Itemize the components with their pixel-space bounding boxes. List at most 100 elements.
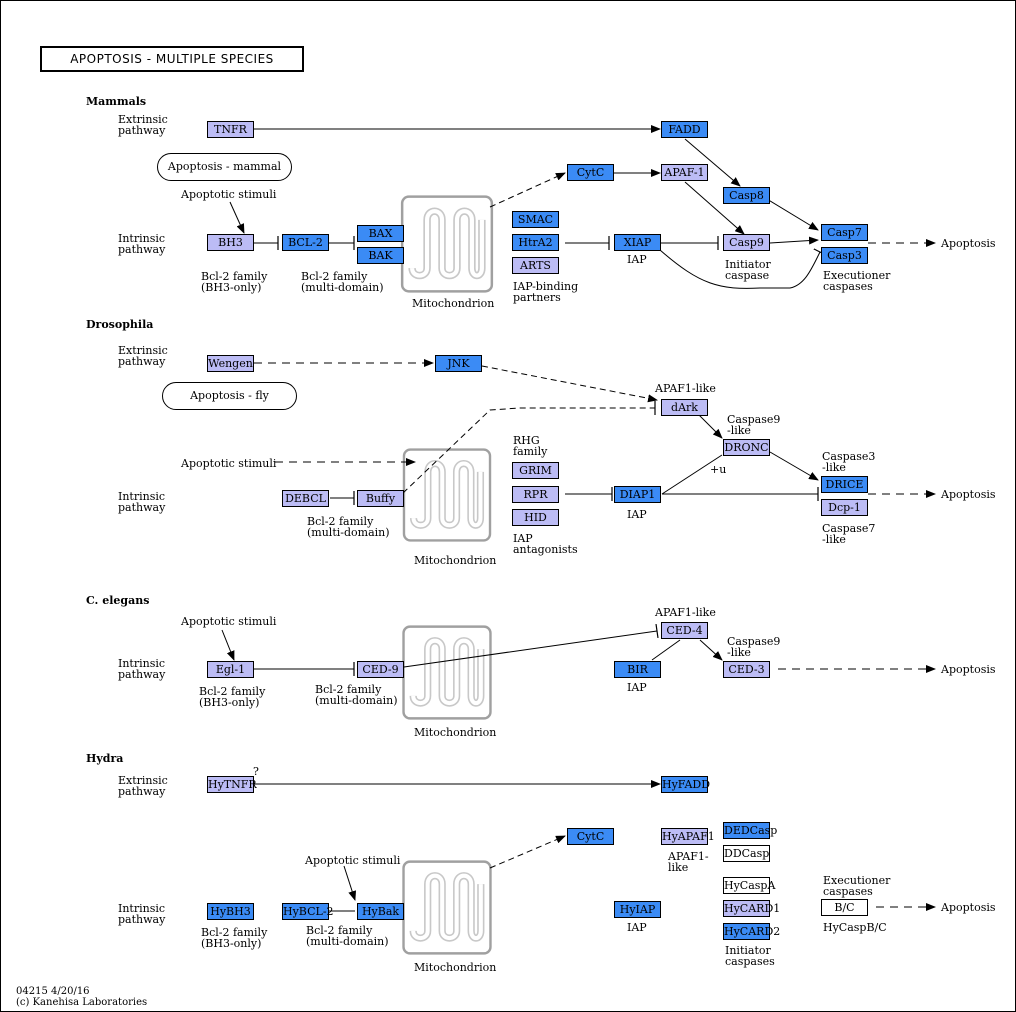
label-apaf1-like: APAF1-like [655, 606, 716, 619]
gene-node-hyapaf1[interactable]: HyAPAF1 [661, 828, 715, 845]
gene-node-ced4[interactable]: CED-4 [661, 622, 708, 639]
footer-copyright: (c) Kanehisa Laboratories [16, 997, 148, 1008]
label-caspase9-like: Caspase9 -like [727, 635, 781, 659]
label-iap-antagonists: IAP antagonists [513, 532, 578, 556]
gene-node-wengen[interactable]: Wengen [207, 355, 254, 372]
label-bcl2-multidomain: Bcl-2 family (multi-domain) [315, 683, 398, 707]
gene-node-xiap[interactable]: XIAP [614, 234, 661, 251]
gene-node-diap1[interactable]: DIAP1 [614, 486, 661, 503]
gene-node-dedcasp[interactable]: DEDCasp [723, 822, 778, 839]
gene-node-hybcl2[interactable]: HyBCL-2 [282, 903, 334, 920]
label-caspase9-like: Caspase9 -like [727, 413, 781, 437]
label-apoptotic-stimuli: Apoptotic stimuli [181, 457, 277, 470]
label-mitochondrion: Mitochondrion [414, 726, 497, 739]
gene-node-hycard1[interactable]: HyCARD1 [723, 900, 781, 917]
section-hydra: Hydra [86, 752, 124, 765]
label-intrinsic-pathway: Intrinsic pathway [118, 902, 166, 926]
gene-node-grim[interactable]: GRIM [512, 462, 559, 479]
footer-map-id: 04215 4/20/16 [16, 986, 90, 997]
label-apaf1-like: APAF1- like [668, 850, 709, 874]
mitochondrion-icon-hydra [404, 862, 491, 954]
gene-node-rpr[interactable]: RPR [512, 486, 559, 503]
gene-node-hid[interactable]: HID [512, 509, 559, 526]
label-bcl2-bh3only: Bcl-2 family (BH3-only) [199, 685, 266, 709]
label-question-mark: ? [253, 765, 259, 778]
gene-node-hyiap[interactable]: HyIAP [614, 901, 661, 918]
gene-node-bc[interactable]: B/C [821, 899, 868, 916]
gene-node-debcl[interactable]: DEBCL [282, 490, 329, 507]
section-drosophila: Drosophila [86, 318, 154, 331]
label-bcl2-bh3only: Bcl-2 family (BH3-only) [201, 926, 268, 950]
label-caspase3-like: Caspase3 -like [822, 450, 876, 474]
label-rhg-family: RHG family [513, 434, 548, 458]
section-celegans: C. elegans [86, 594, 150, 607]
gene-node-drice[interactable]: DRICE [821, 476, 868, 493]
label-executioner-caspases: Executioner caspases [823, 874, 891, 898]
label-apoptosis: Apoptosis [941, 663, 996, 676]
gene-node-ddcasp[interactable]: DDCasp [723, 845, 770, 862]
gene-node-ced9[interactable]: CED-9 [357, 661, 404, 678]
label-mitochondrion: Mitochondrion [412, 297, 495, 310]
label-apoptosis: Apoptosis [941, 901, 996, 914]
gene-node-casp8[interactable]: Casp8 [723, 187, 770, 204]
label-extrinsic-pathway: Extrinsic pathway [118, 113, 168, 137]
gene-node-smac[interactable]: SMAC [512, 211, 559, 228]
gene-node-casp9[interactable]: Casp9 [723, 234, 770, 251]
label-apaf1-like: APAF1-like [655, 382, 716, 395]
label-iap: IAP [627, 253, 647, 266]
label-bcl2-multidomain: Bcl-2 family (multi-domain) [301, 270, 384, 294]
gene-node-arts[interactable]: ARTS [512, 257, 559, 274]
gene-node-bcl2[interactable]: BCL-2 [282, 234, 329, 251]
label-iap: IAP [627, 508, 647, 521]
gene-node-dark[interactable]: dArk [661, 399, 708, 416]
gene-node-buffy[interactable]: Buffy [357, 490, 404, 507]
label-iap: IAP [627, 921, 647, 934]
gene-node-egl1[interactable]: Egl-1 [207, 661, 254, 678]
page-title: APOPTOSIS - MULTIPLE SPECIES [40, 46, 304, 72]
label-intrinsic-pathway: Intrinsic pathway [118, 490, 166, 514]
label-caspase7-like: Caspase7 -like [822, 522, 876, 546]
label-apoptosis: Apoptosis [941, 237, 996, 250]
label-iap-binding-partners: IAP-binding partners [513, 280, 579, 304]
label-apoptosis: Apoptosis [941, 488, 996, 501]
label-intrinsic-pathway: Intrinsic pathway [118, 657, 166, 681]
gene-node-hyfadd[interactable]: HyFADD [661, 776, 711, 793]
gene-node-hycard2[interactable]: HyCARD2 [723, 923, 781, 940]
gene-node-bak[interactable]: BAK [357, 247, 404, 264]
label-iap: IAP [627, 681, 647, 694]
label-executioner-caspases: Executioner caspases [823, 269, 891, 293]
label-intrinsic-pathway: Intrinsic pathway [118, 232, 166, 256]
gene-node-hytnfr[interactable]: HyTNFR [207, 776, 257, 793]
label-apoptotic-stimuli: Apoptotic stimuli [305, 854, 401, 867]
label-hycaspbc: HyCaspB/C [823, 921, 887, 934]
gene-node-bax[interactable]: BAX [357, 225, 404, 242]
mitochondrion-icon-mammals [402, 197, 492, 292]
label-plus-u: +u [710, 463, 727, 476]
label-extrinsic-pathway: Extrinsic pathway [118, 344, 168, 368]
gene-node-dronc[interactable]: DRONC [723, 439, 770, 456]
gene-node-cytc-hydra[interactable]: CytC [567, 828, 614, 845]
gene-node-bir[interactable]: BIR [614, 661, 661, 678]
gene-node-cytc[interactable]: CytC [567, 164, 614, 181]
gene-node-dcp1[interactable]: Dcp-1 [821, 499, 868, 516]
gene-node-tnfr[interactable]: TNFR [207, 121, 254, 138]
gene-node-bh3[interactable]: BH3 [207, 234, 254, 251]
gene-node-fadd[interactable]: FADD [661, 121, 708, 138]
link-apoptosis-fly[interactable]: Apoptosis - fly [162, 382, 297, 410]
gene-node-hycaspa[interactable]: HyCaspA [723, 877, 776, 894]
gene-node-hybak[interactable]: HyBak [357, 903, 404, 920]
link-apoptosis-mammal[interactable]: Apoptosis - mammal [157, 153, 292, 181]
gene-node-htra2[interactable]: HtrA2 [512, 234, 559, 251]
gene-node-hybh3[interactable]: HyBH3 [207, 903, 254, 920]
gene-node-casp7[interactable]: Casp7 [821, 224, 868, 241]
label-mitochondrion: Mitochondrion [414, 554, 497, 567]
label-bcl2-multidomain: Bcl-2 family (multi-domain) [306, 924, 389, 948]
gene-node-jnk[interactable]: JNK [435, 355, 482, 372]
gene-node-apaf1[interactable]: APAF-1 [661, 164, 708, 181]
gene-node-casp3[interactable]: Casp3 [821, 247, 868, 264]
label-extrinsic-pathway: Extrinsic pathway [118, 774, 168, 798]
mitochondrion-icon-celegans [404, 627, 491, 719]
gene-node-ced3[interactable]: CED-3 [723, 661, 770, 678]
label-bcl2-bh3only: Bcl-2 family (BH3-only) [201, 270, 268, 294]
